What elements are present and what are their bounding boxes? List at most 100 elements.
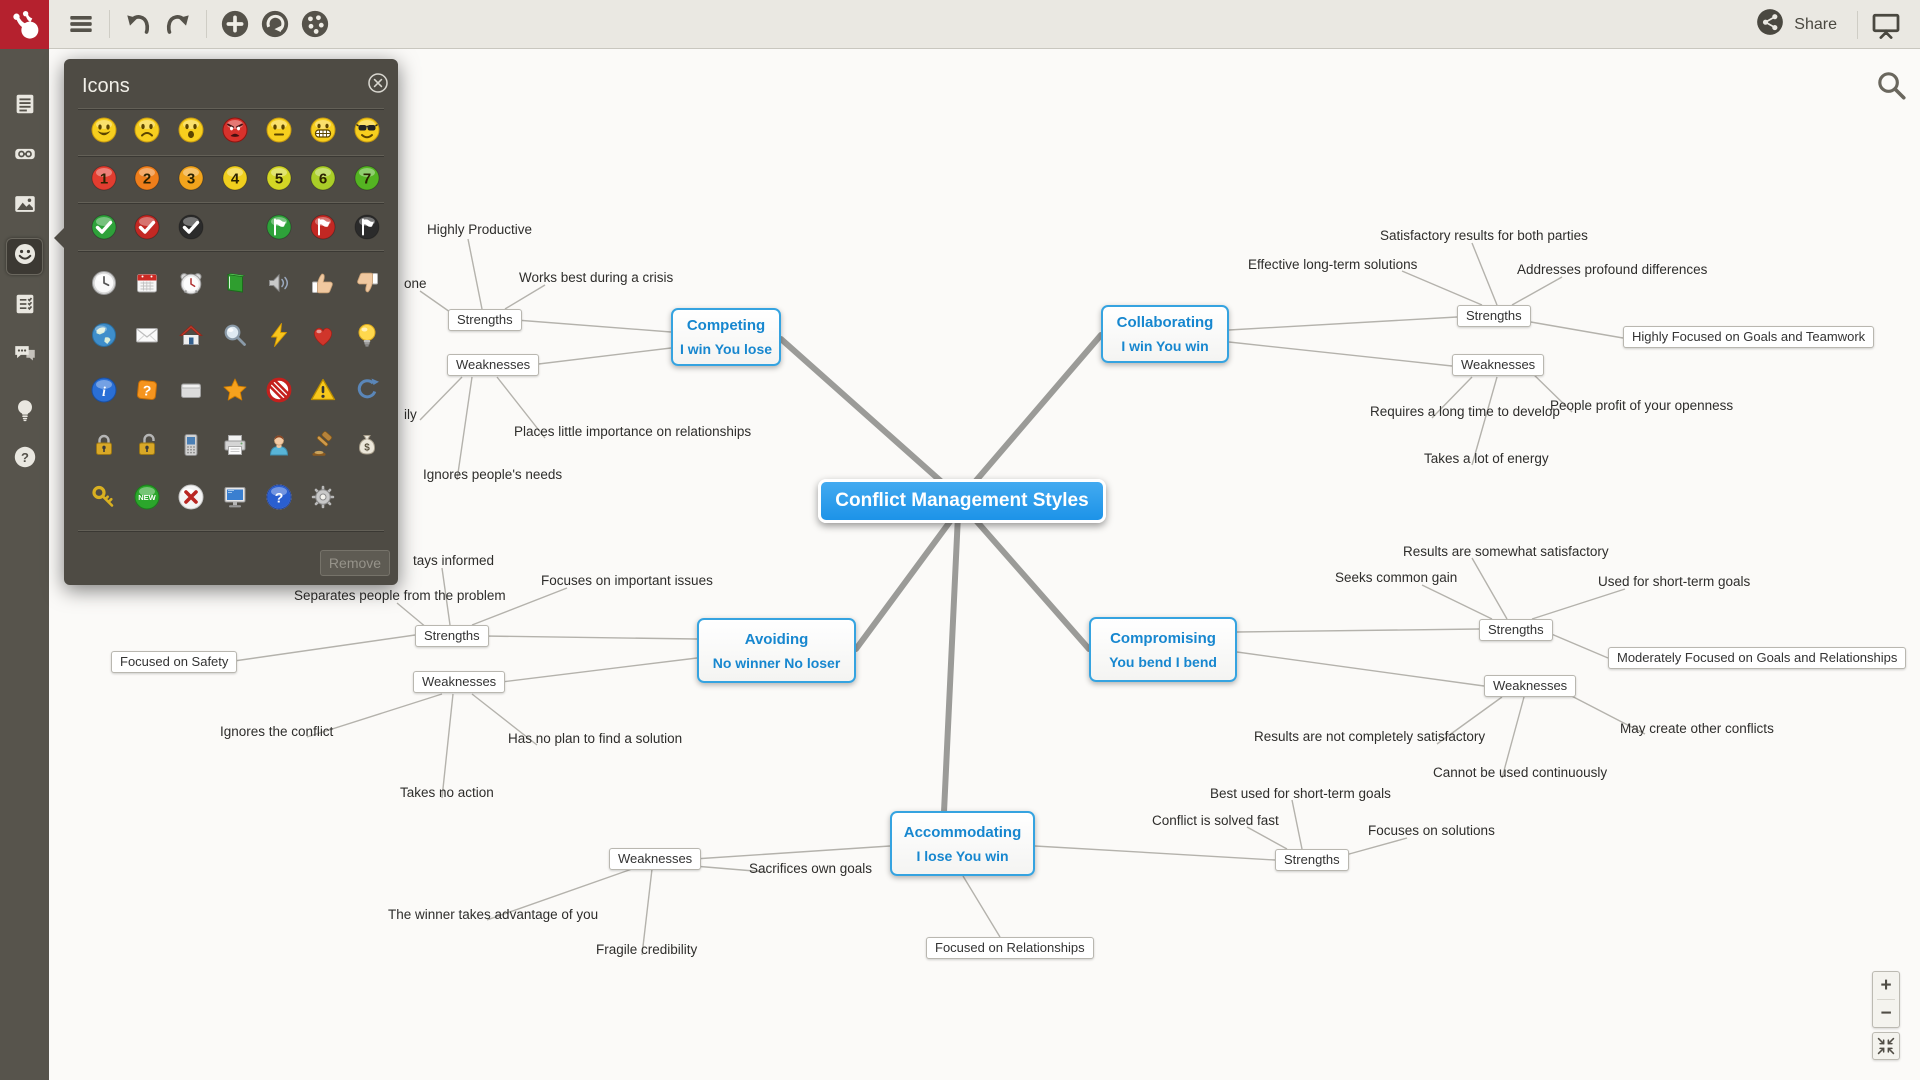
mindmap-leaf[interactable]: Cannot be used continuously xyxy=(1433,765,1608,780)
fit-to-screen-button[interactable] xyxy=(1872,1032,1900,1060)
lock-closed-icon[interactable] xyxy=(90,431,118,459)
light-bulb-icon[interactable] xyxy=(353,321,381,349)
mindmap-leaf[interactable]: Results are somewhat satisfactory xyxy=(1403,544,1609,559)
flag-green-icon[interactable] xyxy=(265,213,293,241)
mindmap-subtopic[interactable]: Strengths xyxy=(415,625,489,647)
remove-button[interactable]: Remove xyxy=(320,550,390,576)
info-icon[interactable]: i xyxy=(90,376,118,404)
sidebar-item-comments[interactable] xyxy=(6,338,43,375)
flag-red-icon[interactable] xyxy=(309,213,337,241)
book-icon[interactable] xyxy=(221,269,249,297)
add-topic-button[interactable] xyxy=(215,4,255,44)
share-button[interactable]: Share xyxy=(1743,7,1849,42)
priority-1-icon[interactable]: 1 xyxy=(90,164,118,192)
mindmap-subtopic[interactable]: Strengths xyxy=(1457,305,1531,327)
mindmap-leaf[interactable]: one xyxy=(404,276,427,291)
smiley-grin-icon[interactable] xyxy=(309,116,337,144)
gear-icon[interactable] xyxy=(309,483,337,511)
mindmap-leaf[interactable]: Works best during a crisis xyxy=(519,270,674,285)
sidebar-item-ideas[interactable] xyxy=(6,394,43,431)
home-icon[interactable] xyxy=(177,321,205,349)
priority-2-icon[interactable]: 2 xyxy=(133,164,161,192)
mindmap-leaf[interactable]: Has no plan to find a solution xyxy=(508,731,683,746)
menu-button[interactable] xyxy=(61,4,101,44)
key-icon[interactable] xyxy=(90,483,118,511)
mindmap-leaf[interactable]: Focuses on solutions xyxy=(1368,823,1495,838)
search-icon[interactable] xyxy=(1874,68,1908,102)
mindmap-subtopic[interactable]: Focused on Relationships xyxy=(926,937,1094,959)
sidebar-item-notes[interactable] xyxy=(6,88,43,125)
check-black-icon[interactable] xyxy=(177,213,205,241)
smiley-happy-icon[interactable] xyxy=(90,116,118,144)
question-orange-icon[interactable]: ? xyxy=(133,376,161,404)
new-badge-icon[interactable]: NEW xyxy=(133,483,161,511)
mindmap-leaf[interactable]: Places little importance on relationship… xyxy=(514,424,752,439)
mindmap-leaf[interactable]: Effective long-term solutions xyxy=(1248,257,1418,272)
present-button[interactable] xyxy=(1866,5,1906,45)
mindmap-leaf[interactable]: ily xyxy=(404,407,417,422)
alarm-clock-icon[interactable] xyxy=(177,269,205,297)
person-icon[interactable] xyxy=(265,431,293,459)
smiley-sad-icon[interactable] xyxy=(133,116,161,144)
thumb-down-icon[interactable] xyxy=(353,269,381,297)
mindmap-subtopic[interactable]: Focused on Safety xyxy=(111,651,238,673)
mindmap-subtopic[interactable]: Strengths xyxy=(448,309,522,331)
briefcase-icon[interactable] xyxy=(177,376,205,404)
warning-icon[interactable] xyxy=(309,376,337,404)
mindmap-leaf[interactable]: Ignores people's needs xyxy=(423,467,563,482)
flag-black-icon[interactable] xyxy=(353,213,381,241)
mindmap-leaf[interactable]: Addresses profound differences xyxy=(1517,262,1708,277)
mobile-phone-icon[interactable] xyxy=(177,431,205,459)
priority-7-icon[interactable]: 7 xyxy=(353,164,381,192)
sidebar-item-emoticons[interactable] xyxy=(6,238,43,275)
mindmap-subtopic[interactable]: Weaknesses xyxy=(413,671,506,693)
printer-icon[interactable] xyxy=(221,431,249,459)
mindmap-leaf[interactable]: The winner takes advantage of you xyxy=(388,907,599,922)
mindmap-subtopic[interactable]: Weaknesses xyxy=(1452,354,1545,376)
mindmap-leaf[interactable]: May create other conflicts xyxy=(1620,721,1774,736)
check-red-icon[interactable] xyxy=(133,213,161,241)
priority-5-icon[interactable]: 5 xyxy=(265,164,293,192)
lightning-icon[interactable] xyxy=(265,321,293,349)
sidebar-item-link[interactable] xyxy=(6,138,43,175)
mindmap-subtopic[interactable]: Strengths xyxy=(1275,849,1349,871)
mindmap-leaf[interactable]: Used for short-term goals xyxy=(1598,574,1751,589)
gavel-icon[interactable] xyxy=(309,431,337,459)
mindmap-subtopic[interactable]: Weaknesses xyxy=(609,848,702,870)
mindmap-leaf[interactable]: Requires a long time to develop xyxy=(1370,404,1560,419)
calendar-icon[interactable] xyxy=(133,269,161,297)
mindmap-subtopic[interactable]: Weaknesses xyxy=(447,354,540,376)
sidebar-item-help[interactable]: ? xyxy=(6,441,43,478)
mindmap-subtopic[interactable]: Moderately Focused on Goals and Relation… xyxy=(1608,647,1907,669)
mindmap-root-topic[interactable]: Conflict Management Styles xyxy=(818,479,1106,523)
mindmap-leaf[interactable]: Best used for short-term goals xyxy=(1210,786,1391,801)
mindmap-leaf[interactable]: Ignores the conflict xyxy=(220,724,334,739)
no-entry-icon[interactable] xyxy=(265,376,293,404)
zoom-in-button[interactable]: + xyxy=(1880,974,1892,996)
thumb-up-icon[interactable] xyxy=(309,269,337,297)
question-ball-icon[interactable]: ? xyxy=(265,483,293,511)
star-icon[interactable] xyxy=(221,376,249,404)
monitor-icon[interactable] xyxy=(221,483,249,511)
priority-4-icon[interactable]: 4 xyxy=(221,164,249,192)
mindmap-leaf[interactable]: Results are not completely satisfactory xyxy=(1254,729,1486,744)
zoom-out-button[interactable]: − xyxy=(1880,1002,1892,1024)
smiley-cool-icon[interactable] xyxy=(353,116,381,144)
change-style-button[interactable] xyxy=(255,4,295,44)
smiley-angry-icon[interactable] xyxy=(221,116,249,144)
mindmap-leaf[interactable]: Focuses on important issues xyxy=(541,573,713,588)
magnifier-icon[interactable] xyxy=(221,321,249,349)
clock-icon[interactable] xyxy=(90,269,118,297)
lock-open-icon[interactable] xyxy=(133,431,161,459)
mindmap-leaf[interactable]: Satisfactory results for both parties xyxy=(1380,228,1588,243)
mindmap-leaf[interactable]: Highly Productive xyxy=(427,222,533,237)
heart-icon[interactable] xyxy=(309,321,337,349)
speaker-icon[interactable] xyxy=(265,269,293,297)
mindmap-leaf[interactable]: Takes no action xyxy=(400,785,494,800)
mindmap-leaf[interactable]: Separates people from the problem xyxy=(294,588,506,603)
